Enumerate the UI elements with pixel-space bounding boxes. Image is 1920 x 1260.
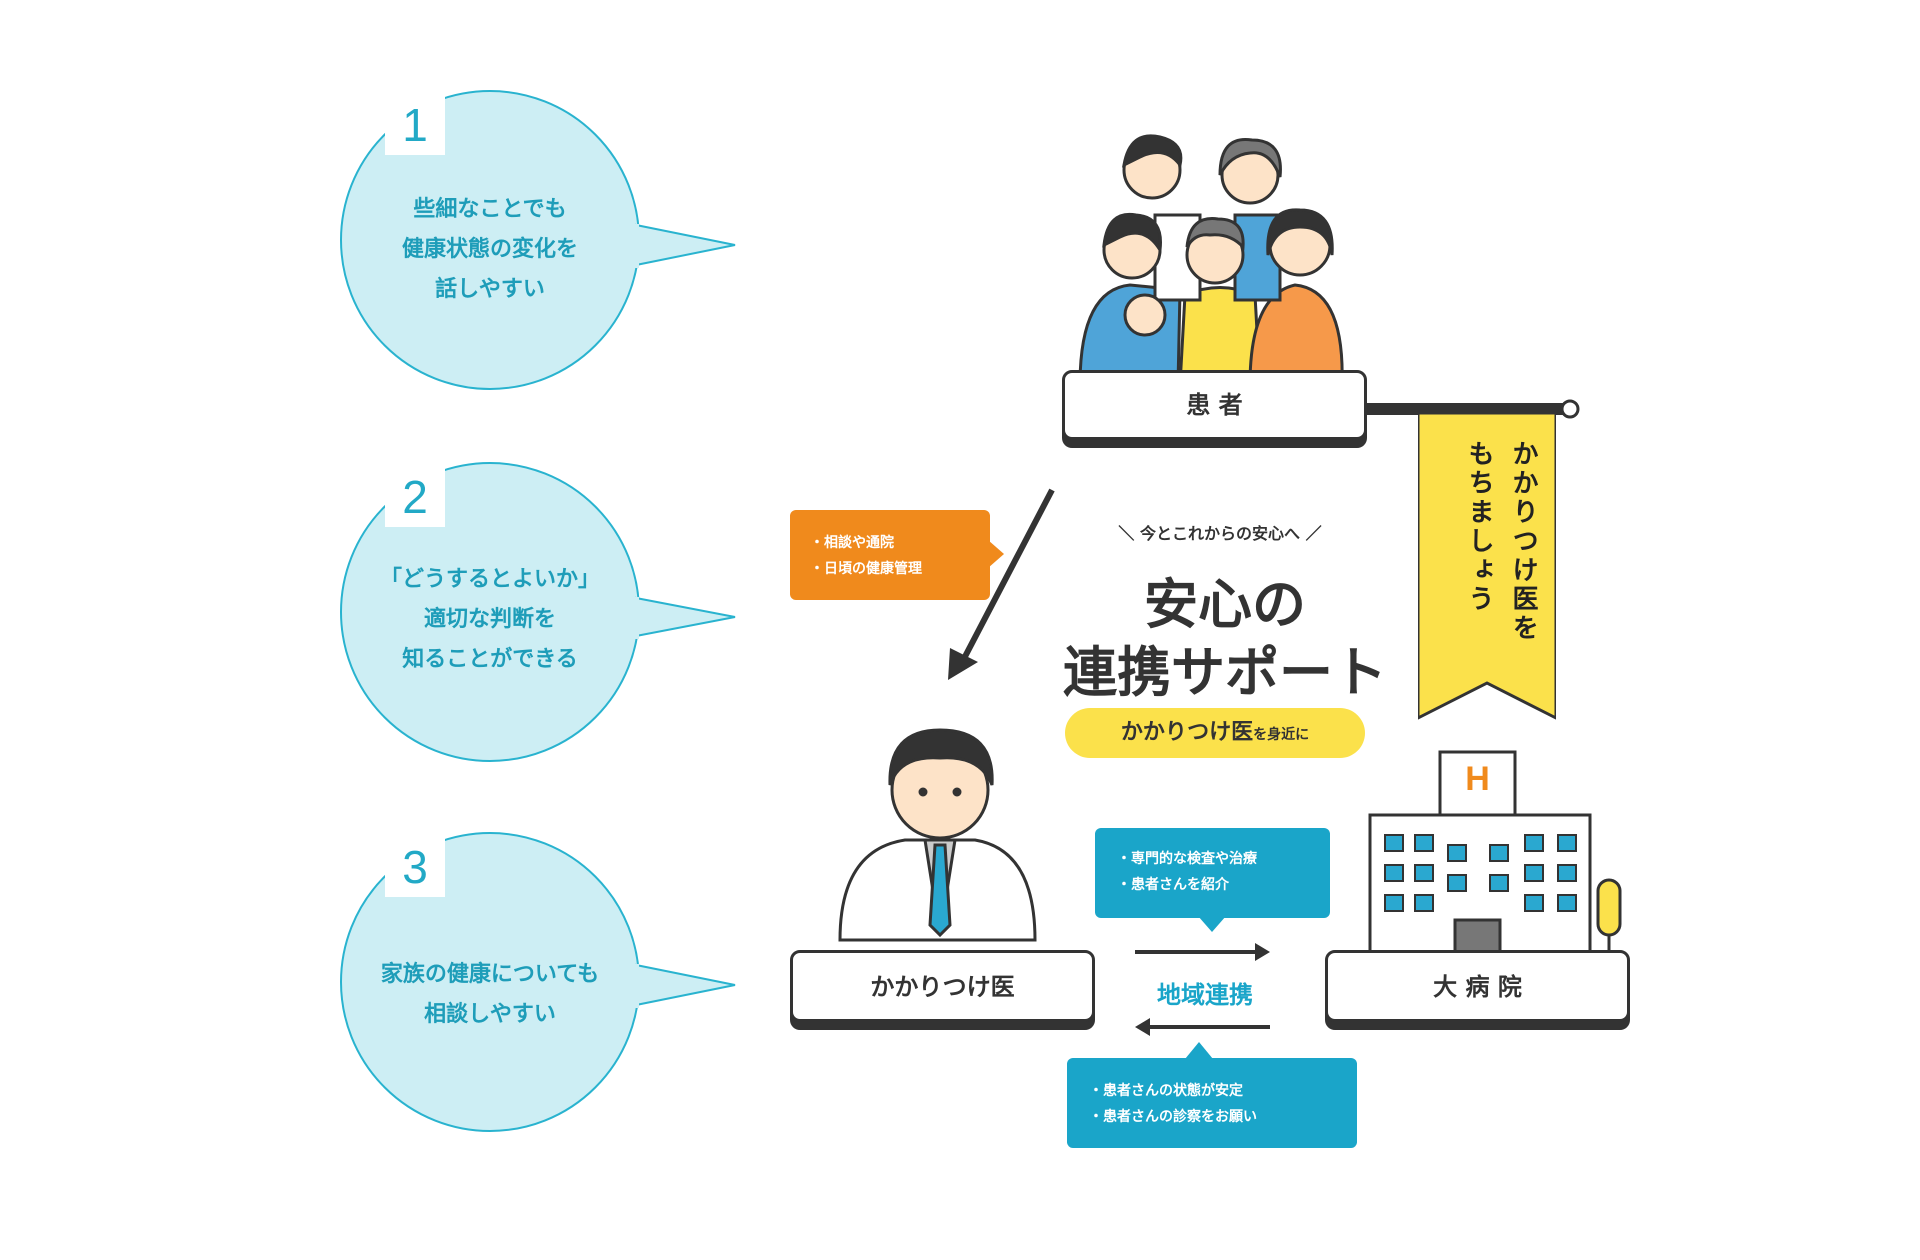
title-pill-small: を身近に [1253, 727, 1309, 743]
point-1-line-3: 話しやすい [340, 270, 640, 310]
regional-label: 地域連携 [1130, 975, 1280, 1010]
blue-note-bottom-line-1: ・患者さんの状態が安定 [1089, 1078, 1357, 1104]
tail-3 [636, 965, 735, 1005]
point-2-text: 「どうするとよいか」 適切な判断を 知ることができる [340, 560, 640, 680]
title-line-2: 連携サポート [1030, 628, 1420, 707]
point-1-line-1: 些細なことでも [340, 190, 640, 230]
title-pill-main: かかりつけ医 [1121, 720, 1253, 745]
orange-note-tail [988, 540, 1008, 570]
point-3-text: 家族の健康についても 相談しやすい [340, 955, 640, 1035]
banner-line-2: もちましょう [1464, 440, 1494, 614]
blue-note-bottom: ・患者さんの状態が安定 ・患者さんの診察をお願い [1067, 1058, 1357, 1148]
patient-label: 患 者 [1186, 391, 1242, 419]
doctor-illustration [780, 700, 1080, 960]
blue-note-top: ・専門的な検査や治療 ・患者さんを紹介 [1095, 828, 1330, 918]
point-2-line-1: 「どうするとよいか」 [340, 560, 640, 600]
blue-note-top-line-1: ・専門的な検査や治療 [1117, 846, 1330, 872]
point-2-number: 2 [385, 467, 445, 527]
doctor-label: かかりつけ医 [870, 973, 1014, 1001]
blue-note-top-line-2: ・患者さんを紹介 [1117, 872, 1330, 898]
banner-text: かかりつけ医を もちましょう [1430, 440, 1545, 680]
doctor-tie [930, 845, 950, 935]
banner-line-1: かかりつけ医を [1508, 440, 1538, 643]
doctor-label-box: かかりつけ医 [790, 950, 1095, 1022]
orange-note-line-2: ・日頃の健康管理 [810, 556, 990, 582]
tail-2 [636, 598, 735, 636]
family-baby-head [1125, 295, 1165, 335]
title-subtitle: ＼ 今とこれからの安心へ ／ [1100, 520, 1340, 544]
orange-note: ・相談や通院 ・日頃の健康管理 [790, 510, 990, 600]
hospital-label-box: 大 病 院 [1325, 950, 1630, 1022]
patient-label-box: 患 者 [1062, 370, 1367, 440]
family-illustration [1060, 115, 1360, 385]
point-1-text: 些細なことでも 健康状態の変化を 話しやすい [340, 190, 640, 310]
title-pill: かかりつけ医を身近に [1065, 708, 1365, 758]
circle-tails [600, 0, 760, 1260]
point-1-line-2: 健康状態の変化を [340, 230, 640, 270]
title-subtitle-text: 今とこれからの安心へ [1140, 524, 1300, 543]
point-3-line-2: 相談しやすい [340, 995, 640, 1035]
blue-note-top-tail [1198, 916, 1228, 934]
point-3-number: 3 [385, 837, 445, 897]
blue-note-bottom-line-2: ・患者さんの診察をお願い [1089, 1104, 1357, 1130]
orange-note-line-1: ・相談や通院 [810, 530, 990, 556]
point-3-line-1: 家族の健康についても [340, 955, 640, 995]
hospital-label: 大 病 院 [1433, 973, 1522, 1001]
point-1-number: 1 [385, 95, 445, 155]
point-2-line-3: 知ることができる [340, 640, 640, 680]
hospital-sign: H [1440, 760, 1515, 799]
point-2-line-2: 適切な判断を [340, 600, 640, 640]
tail-1 [636, 225, 735, 265]
